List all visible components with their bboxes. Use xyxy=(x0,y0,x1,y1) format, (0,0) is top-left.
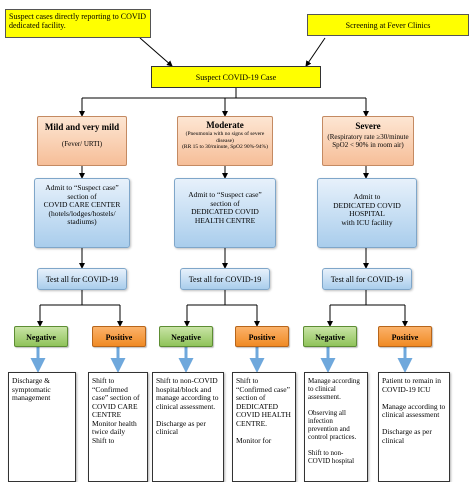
category-moderate-title: Moderate xyxy=(206,120,244,130)
outcome-moderate-negative: Shift to non-COVID hospital/block and ma… xyxy=(152,372,224,482)
category-severe: Severe (Respiratory rate ≥30/minute SpO2… xyxy=(322,116,414,166)
source-direct-reporting: Suspect cases directly reporting to COVI… xyxy=(5,9,151,38)
outcome-mild-positive: Shift to “Confirmed case” section of COV… xyxy=(88,372,148,482)
category-severe-detail: (Respiratory rate ≥30/minute SpO2 < 90% … xyxy=(327,133,409,149)
outcome-severe-positive: Patient to remain in COVID-19 ICU Manage… xyxy=(378,372,450,482)
facility-dedicated-covid-health-centre: Admit to “Suspect case” section of DEDIC… xyxy=(174,178,276,248)
outcome-moderate-positive: Shift to “Confirmed case” section of DED… xyxy=(232,372,296,482)
source-direct-reporting-text: Suspect cases directly reporting to COVI… xyxy=(9,12,147,30)
category-moderate: Moderate (Pneumonia with no signs of sev… xyxy=(177,116,273,166)
suspect-case-text: Suspect COVID-19 Case xyxy=(195,73,277,82)
negative-badge-severe: Negative xyxy=(303,326,357,347)
facility-dedicated-covid-hospital: Admit to DEDICATED COVID HOSPITAL with I… xyxy=(317,178,417,248)
source-fever-clinics-text: Screening at Fever Clinics xyxy=(345,21,431,30)
test-box-mild: Test all for COVID-19 xyxy=(37,268,127,290)
category-mild-detail: (Fever/ URTI) xyxy=(61,140,103,148)
positive-badge-moderate: Positive xyxy=(235,326,289,347)
facility-covid-care-center: Admit to “Suspect case” section of COVID… xyxy=(34,178,130,248)
category-moderate-detail: (Pneumonia with no signs of severe disea… xyxy=(182,131,268,150)
outcome-severe-negative: Manage according to clinical assessment.… xyxy=(304,372,368,482)
category-mild-title: Mild and very mild xyxy=(44,122,120,132)
positive-badge-severe: Positive xyxy=(378,326,432,347)
category-severe-title: Severe xyxy=(355,121,381,131)
suspect-case-box: Suspect COVID-19 Case xyxy=(151,66,321,88)
source-fever-clinics: Screening at Fever Clinics xyxy=(307,14,469,36)
negative-badge-mild: Negative xyxy=(14,326,68,347)
positive-badge-mild: Positive xyxy=(92,326,146,347)
test-box-moderate: Test all for COVID-19 xyxy=(180,268,270,290)
negative-badge-moderate: Negative xyxy=(159,326,213,347)
outcome-mild-negative: Discharge & symptomatic management xyxy=(8,372,76,482)
test-box-severe: Test all for COVID-19 xyxy=(322,268,412,290)
category-mild: Mild and very mild (Fever/ URTI) xyxy=(37,116,127,166)
